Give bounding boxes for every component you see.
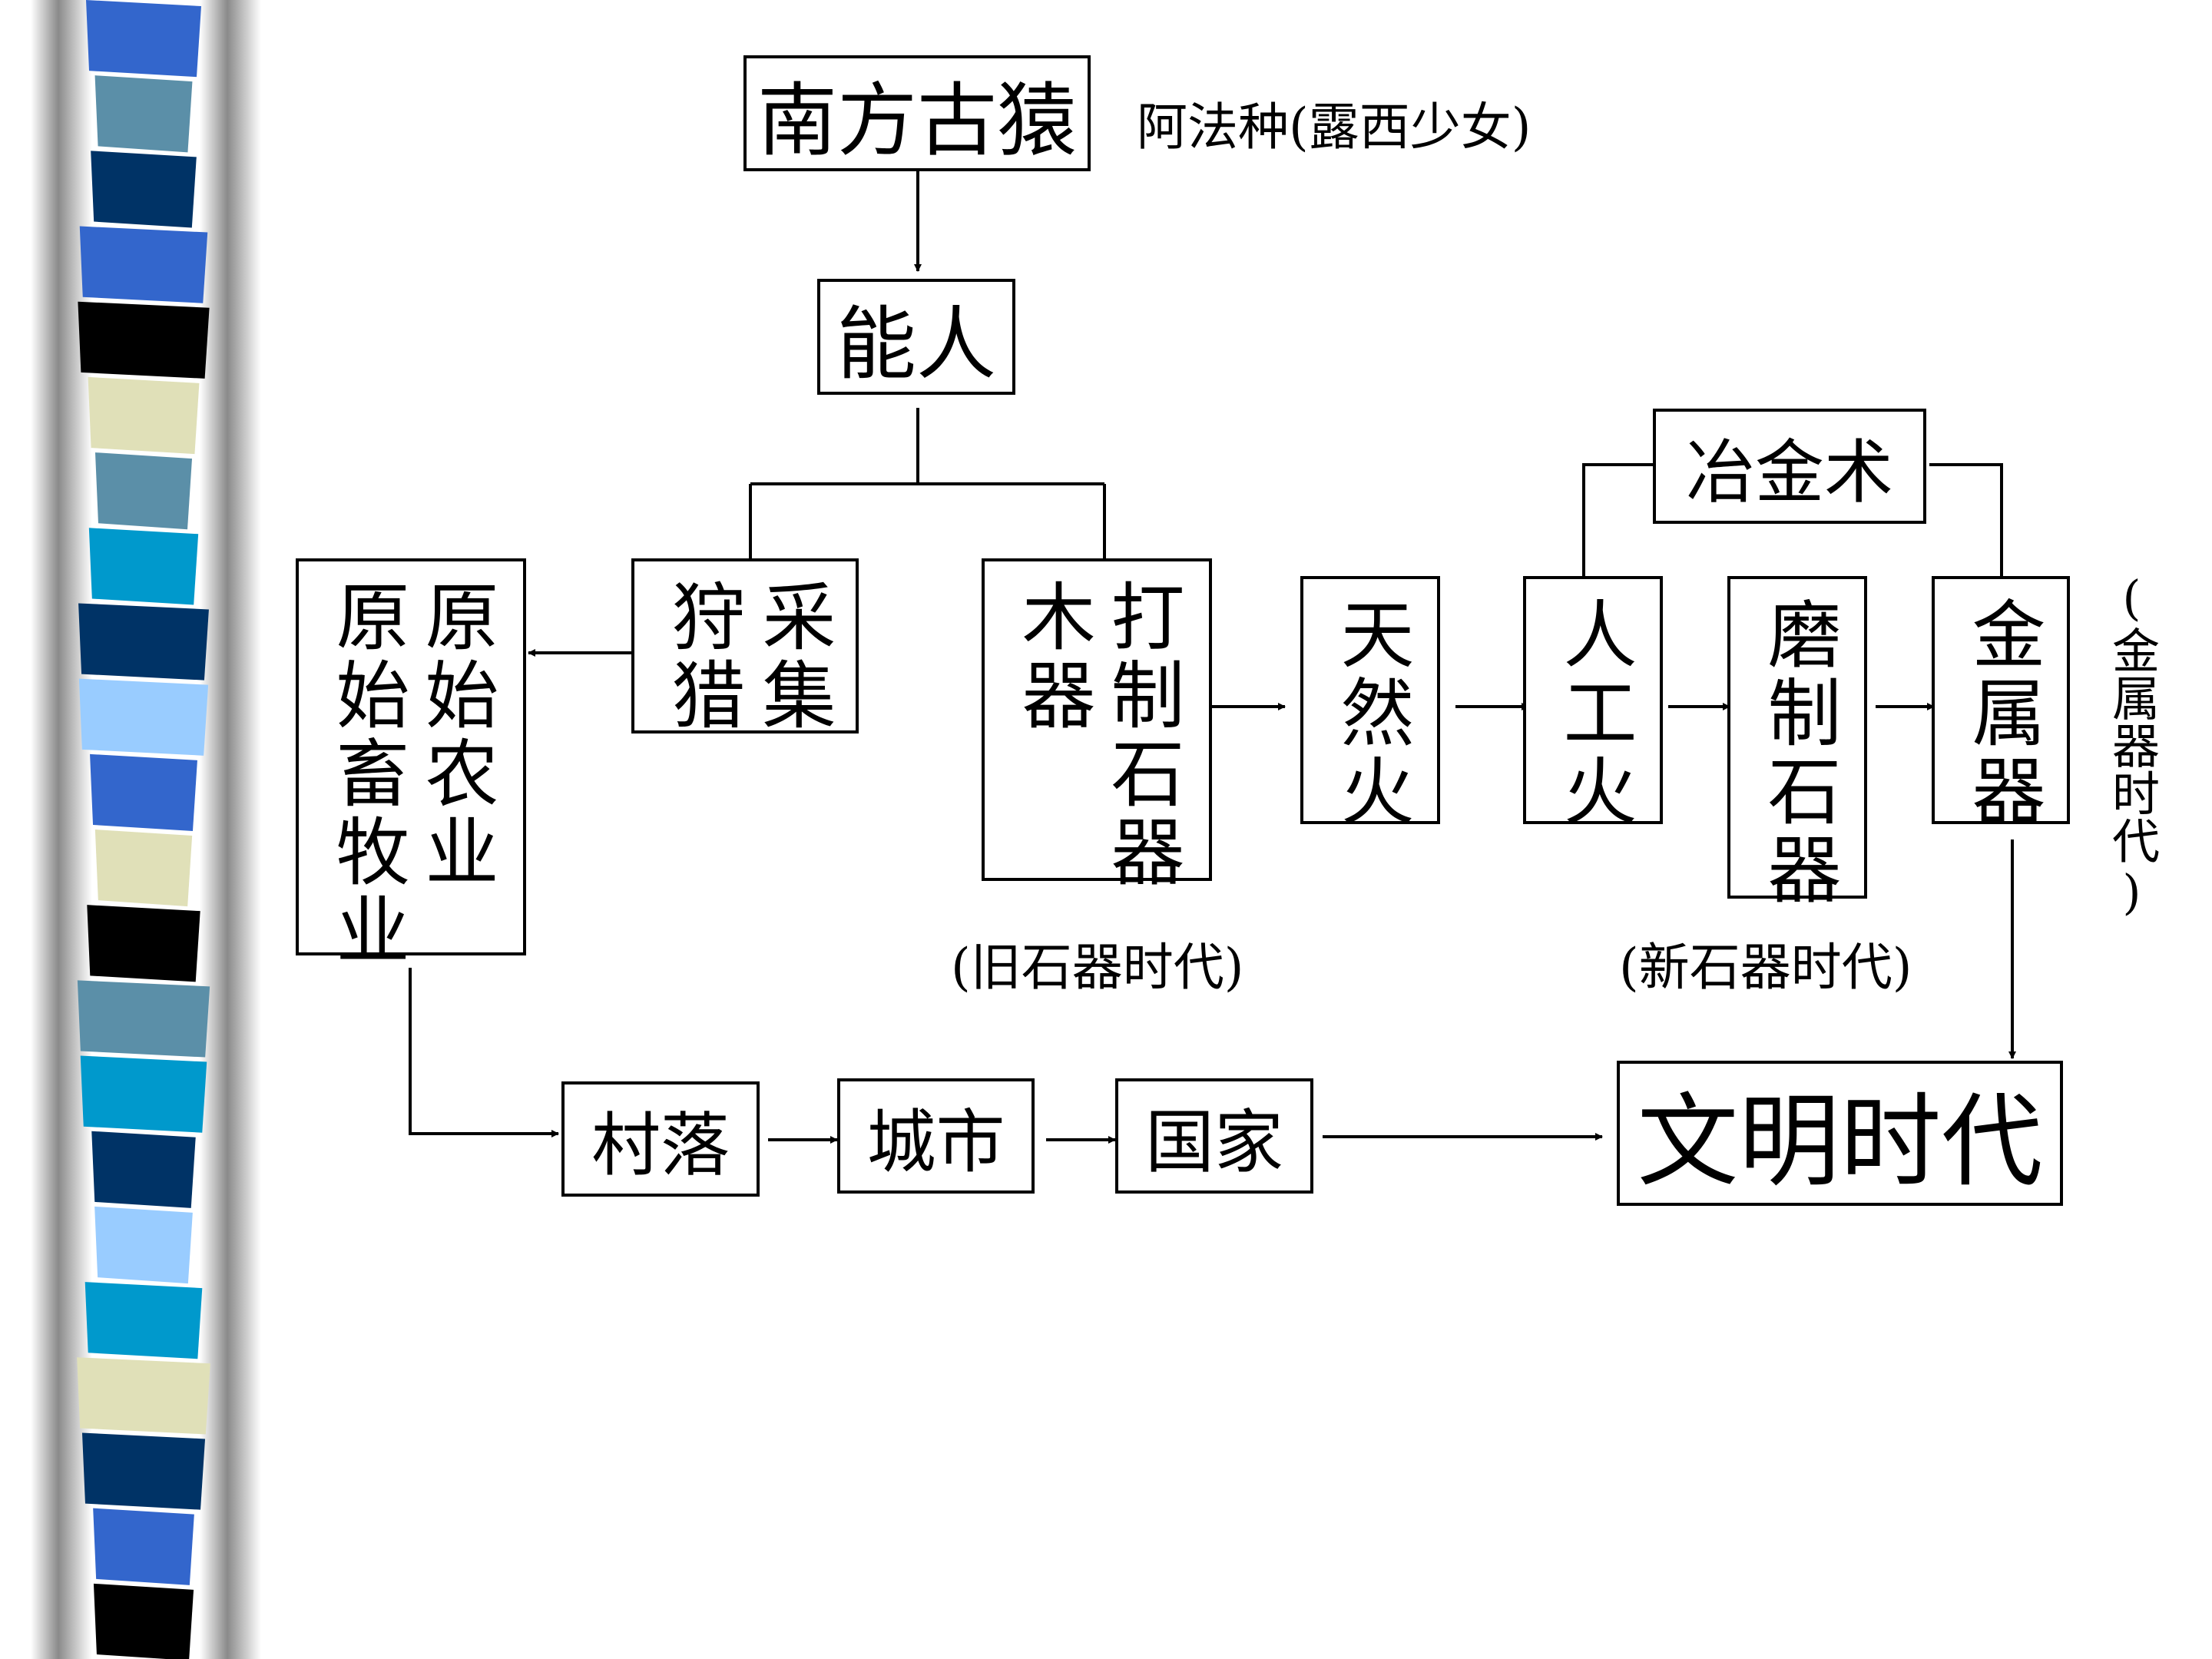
decorative-stripe bbox=[80, 1055, 207, 1133]
decorative-stripe bbox=[81, 1432, 206, 1510]
decorative-stripe bbox=[79, 226, 208, 303]
branch-metallurgy bbox=[1582, 463, 2003, 576]
decorative-stripe bbox=[87, 905, 200, 982]
decorative-stripe bbox=[77, 980, 210, 1058]
decorative-stripe bbox=[88, 376, 200, 455]
node-polished-stone-tools: 磨制石器 bbox=[1727, 576, 1867, 909]
decorative-stripe bbox=[90, 753, 197, 831]
label-wooden-tools: 木器 bbox=[1009, 578, 1095, 735]
arrow-husbandry-to-village bbox=[409, 968, 559, 1137]
note-afarensis: 阿法种(露西少女) bbox=[1137, 98, 1532, 157]
node-hunting-gathering: 采集 狩猎 bbox=[631, 558, 859, 735]
decorative-stripe bbox=[94, 452, 193, 530]
note-paleolithic: (旧石器时代) bbox=[951, 938, 1244, 997]
node-natural-fire: 天然火 bbox=[1300, 576, 1440, 831]
label-chipped-stone-tools: 打制石器 bbox=[1098, 578, 1184, 892]
decorative-stripe bbox=[94, 75, 193, 153]
node-city: 城市 bbox=[837, 1078, 1035, 1194]
decorative-stripe bbox=[93, 1508, 194, 1585]
node-state: 国家 bbox=[1115, 1078, 1313, 1194]
label-gathering: 采集 bbox=[750, 578, 836, 735]
decorative-stripe bbox=[86, 0, 201, 78]
decorative-stripe bbox=[93, 1583, 194, 1659]
decorative-stripe bbox=[94, 830, 193, 907]
decorative-stripe bbox=[91, 1131, 196, 1208]
node-primitive-agriculture-husbandry: 原始农业 原始畜牧业 bbox=[296, 558, 526, 970]
note-metal-age: (金属器时代) bbox=[2104, 570, 2160, 920]
decorative-stripe bbox=[77, 1357, 210, 1435]
node-village: 村落 bbox=[561, 1081, 760, 1197]
decorative-stripe bbox=[88, 528, 199, 605]
node-artificial-fire: 人工火 bbox=[1523, 576, 1663, 831]
decorative-side-band bbox=[0, 0, 261, 1659]
decorative-stripe bbox=[78, 301, 210, 379]
node-civilization-age: 文明时代 bbox=[1617, 1061, 2063, 1206]
label-primitive-husbandry: 原始畜牧业 bbox=[323, 578, 409, 970]
node-metal-tools: 金属器 bbox=[1932, 576, 2070, 831]
decorative-stripe bbox=[94, 1206, 193, 1284]
label-hunting: 狩猎 bbox=[659, 578, 745, 735]
node-homo-habilis: 能人 bbox=[817, 279, 1015, 395]
decorative-stripe bbox=[84, 1282, 203, 1359]
decorative-stripe bbox=[78, 603, 209, 680]
branch-homo-habilis bbox=[749, 408, 1106, 558]
decorative-stripe bbox=[78, 678, 209, 756]
note-neolithic: (新石器时代) bbox=[1619, 938, 1912, 997]
node-metallurgy: 冶金术 bbox=[1653, 409, 1926, 524]
node-wooden-chipped-stone-tools: 打制石器 木器 bbox=[982, 558, 1212, 892]
node-australopithecus: 南方古猿 bbox=[743, 55, 1091, 171]
decorative-stripe bbox=[91, 151, 197, 228]
label-primitive-agriculture: 原始农业 bbox=[412, 578, 498, 892]
